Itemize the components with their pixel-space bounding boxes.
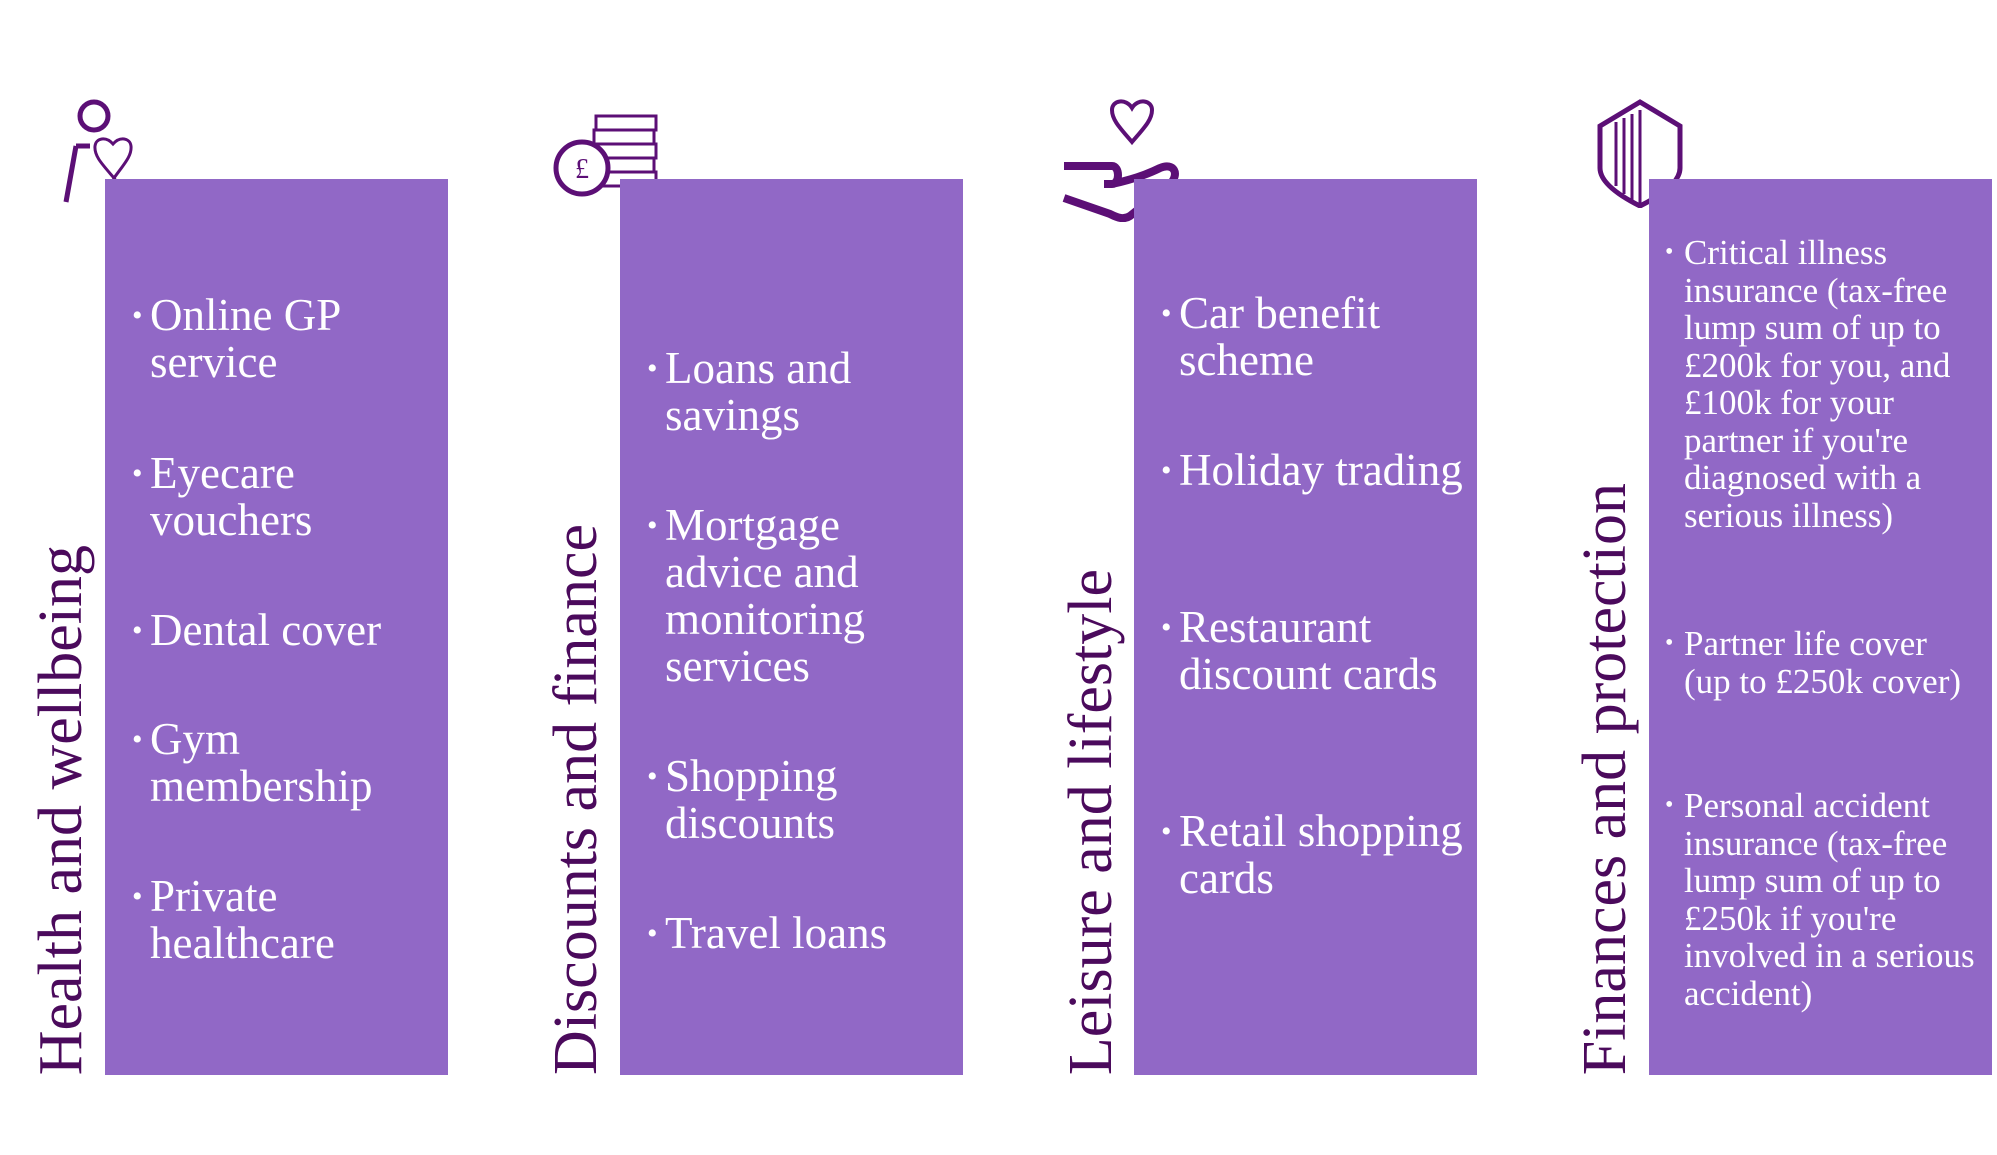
list-item: •Loans and savings [647,343,852,440]
list-item: •Shopping discounts [647,751,838,848]
list-item: •Critical illness insurance (tax-free lu… [1665,233,1951,535]
list-item: •Gym membership [132,714,373,811]
list-item: •Mortgage advice and monitoring services [647,500,865,691]
category-panel-discounts: •Loans and savings •Mortgage advice and … [620,179,963,1075]
list-item: •Car benefit scheme [1161,288,1381,385]
hand-heart-icon [1062,99,1179,222]
category-panel-leisure: •Car benefit scheme •Holiday trading •Re… [1134,179,1477,1075]
category-title-finances: Finances and protection [1571,482,1639,1075]
category-panel-health: •Online GP service •Eyecare vouchers •De… [105,179,448,1075]
list-item: •Eyecare vouchers [132,448,313,545]
list-item: •Personal accident insurance (tax-free l… [1665,786,1975,1013]
list-item: •Partner life cover (up to £250k cover) [1665,624,1962,701]
category-panel-finances: •Critical illness insurance (tax-free lu… [1649,179,1992,1075]
list-item: •Retail shopping cards [1161,806,1463,903]
category-title-discounts: Discounts and finance [542,524,610,1075]
list-item: •Restaurant discount cards [1161,602,1438,699]
list-item: •Holiday trading [1161,445,1463,495]
svg-text:£: £ [575,154,589,185]
category-title-health: Health and wellbeing [27,544,95,1075]
list-item: •Online GP service [132,290,340,387]
list-item: •Travel loans [647,908,888,958]
list-item: •Dental cover [132,605,382,655]
shield-icon [1597,99,1683,208]
list-item: •Private healthcare [132,871,335,968]
category-title-leisure: Leisure and lifestyle [1057,568,1125,1075]
